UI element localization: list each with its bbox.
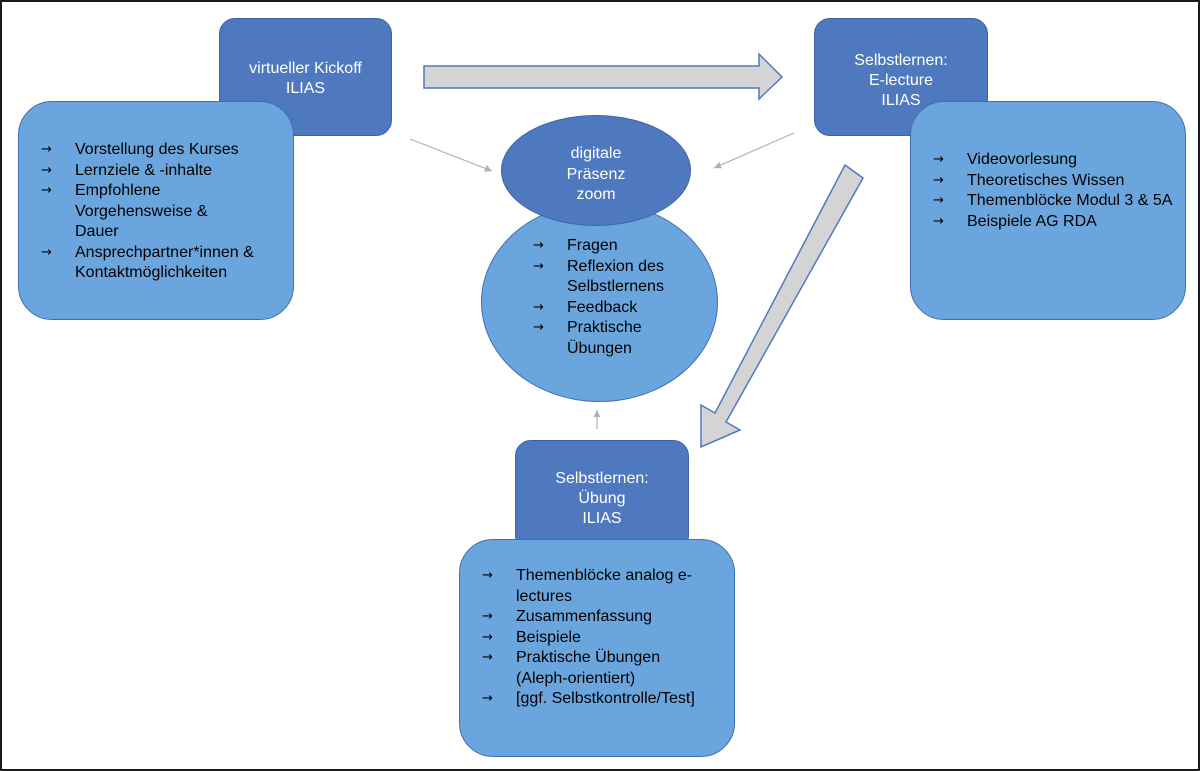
arrow-bullet-icon: →: [41, 244, 52, 260]
praesenz-title-line: Präsenz: [566, 165, 626, 183]
uebung-body: →Themenblöcke analog e-lectures →Zusamme…: [459, 539, 735, 757]
arrow-bullet-icon: →: [482, 609, 493, 624]
arrow-bullet-icon: →: [482, 650, 493, 665]
electure-list: →Videovorlesung →Theoretisches Wissen →T…: [933, 150, 1173, 232]
praesenz-body: →Fragen →Reflexion des Selbstlernens →Fe…: [481, 202, 718, 402]
connector-kickoff-to-center: [409, 138, 493, 172]
praesenz-header: digitale Präsenz zoom: [501, 115, 691, 226]
arrow-bullet-icon: →: [933, 172, 944, 188]
connector-electure-to-center: [713, 132, 795, 169]
praesenz-title-line: zoom: [576, 186, 616, 203]
praesenz-list: →Fragen →Reflexion des Selbstlernens →Fe…: [533, 236, 717, 359]
arrow-bullet-icon: →: [41, 183, 52, 198]
list-item: →Feedback: [533, 298, 717, 319]
arrow-bullet-icon: →: [533, 320, 544, 335]
list-item: →Theoretisches Wissen: [933, 171, 1173, 192]
list-item: →Praktische Übungen (Aleph-orientiert): [482, 648, 720, 689]
list-item: →Beispiele: [482, 628, 720, 649]
kickoff-list: →Vorstellung des Kurses →Lernziele & -in…: [41, 140, 283, 284]
flow-arrow-electure-to-uebung: [700, 163, 864, 449]
list-item: →Empfohlene Vorgehensweise & Dauer: [41, 181, 283, 243]
arrow-bullet-icon: →: [41, 162, 52, 178]
list-item: →Beispiele AG RDA: [933, 212, 1173, 233]
uebung-title-line: ILIAS: [582, 510, 622, 527]
electure-body: →Videovorlesung →Theoretisches Wissen →T…: [910, 101, 1186, 320]
arrow-bullet-icon: →: [933, 213, 944, 229]
arrow-bullet-icon: →: [533, 258, 544, 274]
arrow-bullet-icon: →: [482, 629, 493, 645]
electure-title-line: ILIAS: [881, 92, 921, 109]
list-item: →Praktische Übungen: [533, 318, 717, 359]
arrow-bullet-icon: →: [533, 238, 544, 253]
electure-title-line: E-lecture: [868, 72, 934, 89]
uebung-title-line: Übung: [578, 490, 626, 507]
list-item: →Fragen: [533, 236, 717, 257]
arrow-bullet-icon: →: [533, 299, 544, 315]
kickoff-title-line: ILIAS: [285, 80, 326, 97]
arrow-bullet-icon: →: [482, 691, 493, 706]
kickoff-header: virtueller Kickoff ILIAS: [219, 18, 392, 136]
list-item: →Themenblöcke analog e-lectures: [482, 566, 720, 607]
kickoff-body: →Vorstellung des Kurses →Lernziele & -in…: [18, 101, 294, 320]
list-item: →Reflexion des Selbstlernens: [533, 257, 717, 298]
electure-title-line: Selbstlernen:: [854, 52, 948, 69]
arrow-bullet-icon: →: [933, 193, 944, 208]
arrow-bullet-icon: →: [482, 568, 493, 583]
arrow-bullet-icon: →: [933, 152, 944, 167]
kickoff-title-line: virtueller Kickoff: [249, 60, 362, 77]
list-item: →Zusammenfassung: [482, 607, 720, 628]
praesenz-title-line: digitale: [570, 145, 622, 162]
flow-arrow-kickoff-to-electure: [423, 52, 784, 101]
uebung-list: →Themenblöcke analog e-lectures →Zusamme…: [482, 566, 720, 710]
arrow-bullet-icon: →: [41, 142, 52, 157]
list-item: →[ggf. Selbstkontrolle/Test]: [482, 689, 720, 710]
uebung-header: Selbstlernen: Übung ILIAS: [515, 440, 689, 552]
list-item: →Lernziele & -inhalte: [41, 161, 283, 182]
list-item: →Ansprechpartner*innen & Kontaktmöglichk…: [41, 243, 283, 284]
list-item: →Themenblöcke Modul 3 & 5A: [933, 191, 1173, 212]
uebung-title-line: Selbstlernen:: [555, 470, 649, 487]
list-item: →Videovorlesung: [933, 150, 1173, 171]
list-item: →Vorstellung des Kurses: [41, 140, 283, 161]
